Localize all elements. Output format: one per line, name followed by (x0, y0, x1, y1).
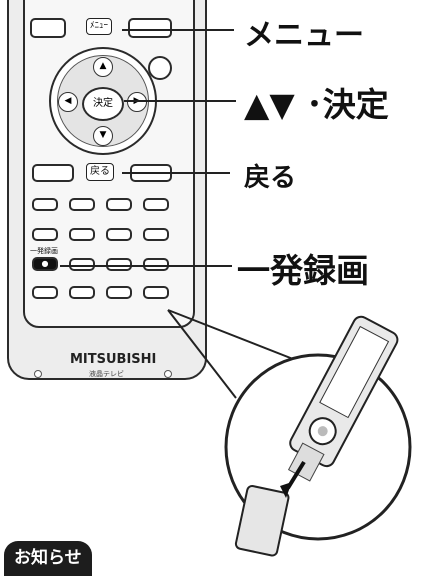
remote-button[interactable] (106, 286, 132, 299)
remote-screw-right (164, 370, 172, 378)
remote-top-right-button[interactable] (128, 18, 172, 38)
menu-callout-label: メニュー (244, 18, 364, 53)
remote-button[interactable] (69, 228, 95, 241)
up-arrow-button[interactable]: ▲ (93, 57, 113, 77)
down-arrow-button[interactable]: ▼ (93, 126, 113, 146)
updown-ok-callout-label: ▲▼ ･決定 (244, 85, 389, 124)
remote-button[interactable] (69, 258, 95, 271)
remote-button[interactable] (32, 228, 58, 241)
remote-button[interactable] (32, 198, 58, 211)
remote-button[interactable] (106, 198, 132, 211)
remote-button[interactable] (143, 198, 169, 211)
remote-button[interactable] (143, 228, 169, 241)
zoom-illustration (167, 309, 412, 557)
left-arrow-button[interactable]: ◀ (58, 92, 78, 112)
remote-button[interactable] (143, 258, 169, 271)
brand-subtitle: 液晶テレビ (89, 370, 124, 378)
remote-row3-left-button[interactable] (32, 164, 74, 182)
notice-badge: お知らせ (4, 541, 92, 576)
remote-top-left-button[interactable] (30, 18, 66, 38)
remote-button[interactable] (106, 228, 132, 241)
menu-button[interactable]: ﾒﾆｭｰ (86, 18, 113, 35)
remote-round-button[interactable] (148, 56, 172, 80)
back-callout-label: 戻る (244, 163, 297, 193)
rec-callout-line (60, 265, 232, 267)
remote-button[interactable] (32, 286, 58, 299)
menu-callout-line (122, 29, 234, 31)
brand-logo: MITSUBISHI (70, 352, 157, 367)
back-button[interactable]: 戻る (86, 163, 114, 181)
back-callout-line (122, 172, 230, 174)
page: { "callouts": { "menu": "メニュー", "updown_… (4, 0, 412, 576)
remote-screw-left (34, 370, 42, 378)
remote-button[interactable] (106, 258, 132, 271)
rec-button-caption: 一発録画 (30, 247, 58, 255)
remote-button[interactable] (69, 286, 95, 299)
remote-button[interactable] (69, 198, 95, 211)
ok-button[interactable]: 決定 (82, 87, 124, 121)
updown-ok-callout-line (124, 100, 236, 102)
rec-callout-label: 一発録画 (237, 251, 369, 290)
one-touch-rec-button[interactable]: ● (32, 257, 58, 271)
remote-button[interactable] (143, 286, 169, 299)
